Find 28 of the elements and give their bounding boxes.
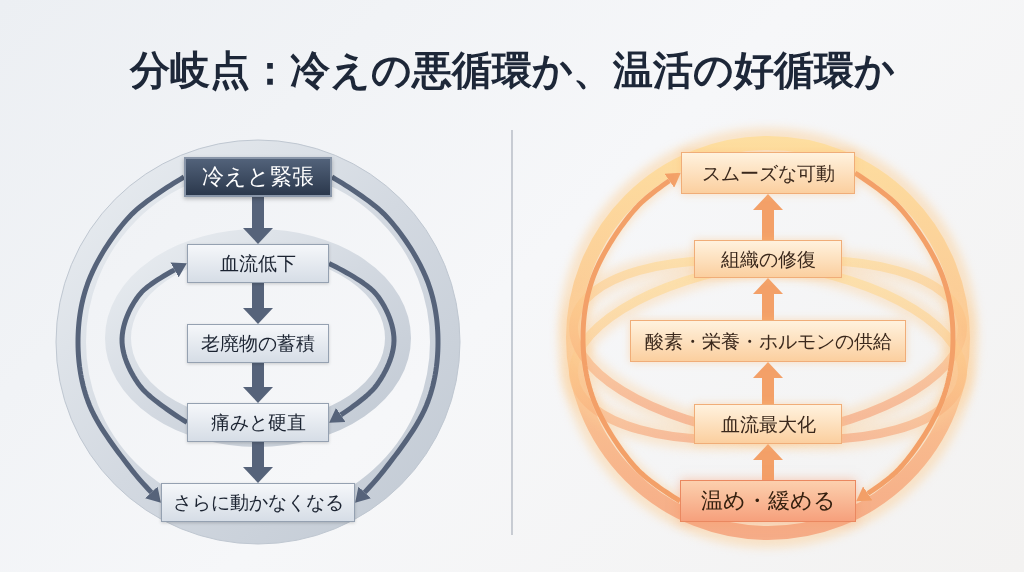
- process-box: [184, 157, 332, 197]
- process-box: [630, 320, 906, 362]
- step-label: さらに動かなくなる: [172, 491, 344, 514]
- process-box: [694, 404, 842, 444]
- curved-arrow: [75, 174, 186, 503]
- step-label: 血流低下: [220, 252, 296, 275]
- step-label: 血流最大化: [720, 412, 816, 436]
- process-box: [161, 483, 355, 522]
- curved-arrow: [327, 261, 397, 423]
- curved-arrow: [580, 172, 682, 504]
- arrow: [753, 444, 783, 482]
- process-box: [694, 240, 842, 278]
- step-label: 組織の修復: [720, 247, 816, 271]
- process-box: [187, 324, 329, 363]
- curved-arrow: [853, 170, 956, 502]
- step-label: スムーズな可動: [701, 161, 835, 185]
- step-label: 酸素・栄養・ホルモンの供給: [644, 329, 892, 353]
- process-box: [187, 403, 329, 442]
- step-label: 老廃物の蓄積: [201, 332, 315, 355]
- process-box: [680, 480, 856, 522]
- step-label: 温め・緩める: [700, 487, 836, 515]
- process-box: [187, 244, 329, 283]
- process-box: [681, 152, 855, 194]
- step-label: 痛みと硬直: [210, 411, 306, 434]
- arrow: [243, 361, 273, 403]
- title: 分岐点：冷えの悪循環か、温活の好循環か: [129, 45, 895, 95]
- step-label: 冷えと緊張: [202, 163, 314, 191]
- curved-arrow: [119, 262, 189, 425]
